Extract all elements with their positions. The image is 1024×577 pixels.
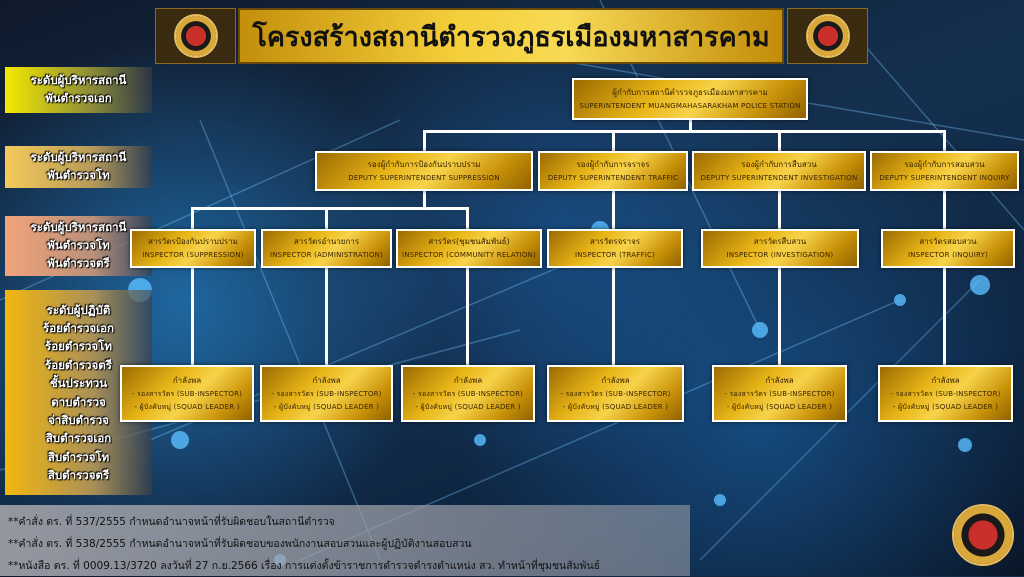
force-line: - รองสารวัตร (SUB-INSPECTOR) [724,390,835,399]
page-title: โครงสร้างสถานีตำรวจภูธรเมืองมหาสารคาม [238,8,784,64]
level-inspector: ระดับผู้บริหารสถานีพันตำรวจโทพันตำรวจตรี [5,216,152,276]
force-line: - ผู้บังคับหมู่ (SQUAD LEADER ) [562,402,669,411]
level-line: ระดับผู้บริหารสถานี [30,220,127,235]
force-line: - ผู้บังคับหมู่ (SQUAD LEADER ) [892,402,999,411]
level-line: ระดับผู้บริหารสถานี [30,73,127,88]
level-line: พันตำรวจโท [47,238,110,253]
deputy-investigation-box[interactable]: รองผู้กำกับการสืบสวน DEPUTY SUPERINTENDEN… [692,151,866,191]
force-title: กำลังพล [453,376,483,386]
level-superintendent: ระดับผู้บริหารสถานีพันตำรวจเอก [5,67,152,113]
level-line: สิบตำรวจเอก [45,431,112,446]
position-th: รองผู้กำกับการสอบสวน [904,159,985,169]
reference-notes: **คำสั่ง ตร. ที่ 537/2555 กำหนดอำนาจหน้า… [0,505,690,576]
force-line: - ผู้บังคับหมู่ (SQUAD LEADER ) [134,402,240,411]
level-line: ชั้นประทวน [49,376,108,391]
force-line: - รองสารวัตร (SUB-INSPECTOR) [560,390,671,399]
deputy-suppression-box[interactable]: รองผู้กำกับการป้องกันปราบปราม DEPUTY SUPE… [315,151,533,191]
position-th: สารวัตรป้องกันปราบปราม [148,237,238,247]
force-line: - ผู้บังคับหมู่ (SQUAD LEADER ) [726,402,833,411]
inspector-suppression-box[interactable]: สารวัตรป้องกันปราบปราม INSPECTOR (SUPPRES… [130,229,256,268]
level-line: ระดับผู้ปฏิบัติ [46,302,111,317]
position-en: INSPECTOR (SUPPRESSION) [142,251,244,260]
force-box[interactable]: กำลังพล - รองสารวัตร (SUB-INSPECTOR) - ผู้… [120,365,254,422]
force-line: - รองสารวัตร (SUB-INSPECTOR) [412,390,524,399]
position-en: DEPUTY SUPERINTENDENT INQUIRY [879,173,1010,182]
note-line: **คำสั่ง ตร. ที่ 538/2555 กำหนดอำนาจหน้า… [8,538,472,550]
position-en: INSPECTOR (COMMUNITY RELATION) [402,251,536,260]
inspector-community-box[interactable]: สารวัตร(ชุมชนสัมพันธ์) INSPECTOR (COMMUNI… [396,229,542,268]
force-box[interactable]: กำลังพล - รองสารวัตร (SUB-INSPECTOR) - ผู้… [401,365,535,422]
force-title: กำลังพล [312,376,341,386]
position-th: สารวัตร(ชุมชนสัมพันธ์) [428,237,510,247]
position-en: SUPERINTENDENT MUANGMAHASARAKHAM POLICE … [579,101,801,110]
force-line: - ผู้บังคับหมู่ (SQUAD LEADER ) [273,402,380,411]
level-line: ระดับผู้บริหารสถานี [30,150,127,165]
level-deputy: ระดับผู้บริหารสถานีพันตำรวจโท [5,146,152,188]
position-en: INSPECTOR (INQUIRY) [907,251,989,260]
level-line: ร้อยตำรวจโท [45,339,112,354]
position-th: สารวัตรจราจร [589,237,641,247]
force-box[interactable]: กำลังพล - รองสารวัตร (SUB-INSPECTOR) - ผู้… [547,365,684,422]
deputy-traffic-box[interactable]: รองผู้กำกับการจราจร DEPUTY SUPERINTENDENT… [538,151,688,191]
position-en: DEPUTY SUPERINTENDENT TRAFFIC [547,173,679,182]
position-en: INSPECTOR (ADMINISTRATION) [269,251,384,260]
inspector-investigation-box[interactable]: สารวัตรสืบสวน INSPECTOR (INVESTIGATION) [701,229,859,268]
level-line: จ่าสิบตำรวจ [48,412,109,427]
level-line: ร้อยตำรวจตรี [45,357,112,372]
force-line: - ผู้บังคับหมู่ (SQUAD LEADER ) [415,402,521,411]
level-line: พันตำรวจตรี [47,255,110,270]
note-line: **หนังสือ ตร. ที่ 0009.13/3720 ลงวันที่ … [8,560,601,572]
level-line: พันตำรวจโท [47,168,110,182]
force-title: กำลังพล [931,376,960,386]
force-line: - รองสารวัตร (SUB-INSPECTOR) [271,390,382,399]
force-box[interactable]: กำลังพล - รองสารวัตร (SUB-INSPECTOR) - ผู้… [260,365,393,422]
level-line: สิบตำรวจตรี [47,468,110,483]
level-line: พันตำรวจเอก [45,91,112,105]
superintendent-box[interactable]: ผู้กำกับการสถานีตำรวจภูธรเมืองมหาสารคาม S… [572,78,808,120]
level-line: ดาบตำรวจ [51,394,106,409]
position-en: INSPECTOR (TRAFFIC) [574,251,656,260]
inspector-traffic-box[interactable]: สารวัตรจราจร INSPECTOR (TRAFFIC) [547,229,683,268]
inspector-inquiry-box[interactable]: สารวัตรสอบสวน INSPECTOR (INQUIRY) [881,229,1015,268]
force-line: - รองสารวัตร (SUB-INSPECTOR) [890,390,1001,399]
position-en: DEPUTY SUPERINTENDENT INVESTIGATION [700,173,858,182]
position-th: รองผู้กำกับการจราจร [576,159,650,169]
deputy-inquiry-box[interactable]: รองผู้กำกับการสอบสวน DEPUTY SUPERINTENDEN… [870,151,1019,191]
position-th: สารวัตรอำนวยการ [293,237,360,247]
level-line: ร้อยตำรวจเอก [43,320,114,335]
note-line: **คำสั่ง ตร. ที่ 537/2555 กำหนดอำนาจหน้า… [8,516,335,528]
position-th: สารวัตรสืบสวน [753,237,807,247]
force-title: กำลังพล [765,376,794,386]
police-emblem-left [155,8,236,64]
position-en: INSPECTOR (INVESTIGATION) [726,251,834,260]
inspector-administration-box[interactable]: สารวัตรอำนวยการ INSPECTOR (ADMINISTRATION… [261,229,392,268]
police-emblem-right [787,8,868,64]
force-line: - รองสารวัตร (SUB-INSPECTOR) [131,390,243,399]
force-title: กำลังพล [172,376,202,386]
level-line: สิบตำรวจโท [47,449,110,464]
force-box[interactable]: กำลังพล - รองสารวัตร (SUB-INSPECTOR) - ผู้… [878,365,1013,422]
position-th: ผู้กำกับการสถานีตำรวจภูธรเมืองมหาสารคาม [612,87,768,97]
position-th: รองผู้กำกับการสืบสวน [741,159,817,169]
position-th: สารวัตรสอบสวน [919,237,977,247]
force-box[interactable]: กำลังพล - รองสารวัตร (SUB-INSPECTOR) - ผู้… [712,365,847,422]
police-emblem-bottom [948,500,1018,570]
force-title: กำลังพล [601,376,630,386]
position-en: DEPUTY SUPERINTENDENT SUPPRESSION [348,173,500,182]
position-th: รองผู้กำกับการป้องกันปราบปราม [367,159,481,169]
